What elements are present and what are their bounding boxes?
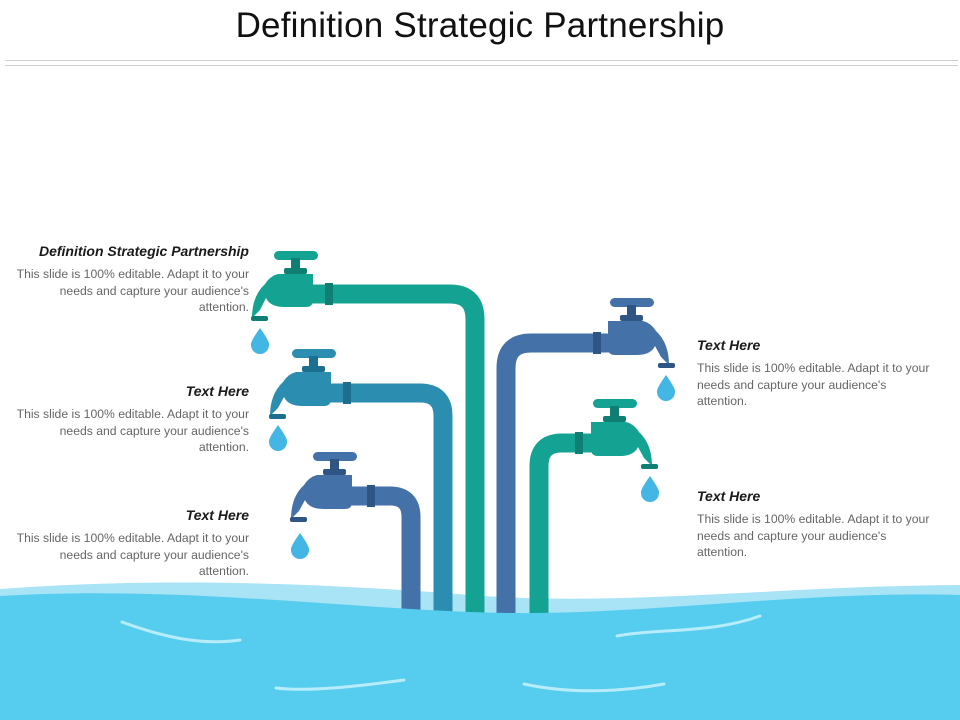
- item-1-heading: Definition Strategic Partnership: [38, 243, 249, 259]
- item-3: Text Here This slide is 100% editable. A…: [14, 507, 249, 580]
- slide-title: Definition Strategic Partnership: [235, 6, 725, 45]
- item-2-body: This slide is 100% editable. Adapt it to…: [16, 407, 249, 454]
- pipe-2: [320, 382, 453, 615]
- item-5-heading: Text Here: [697, 488, 761, 504]
- item-2-heading: Text Here: [185, 383, 249, 399]
- water-drop-4: [656, 375, 676, 401]
- title-divider-top: [5, 60, 958, 61]
- water-drop-5: [640, 476, 660, 502]
- item-5: Text Here This slide is 100% editable. A…: [697, 488, 932, 561]
- faucet-2: [269, 349, 336, 419]
- item-3-body: This slide is 100% editable. Adapt it to…: [16, 531, 249, 578]
- item-5-body: This slide is 100% editable. Adapt it to…: [697, 512, 930, 559]
- water-drop-3: [290, 533, 310, 559]
- wave-highlights: [120, 614, 762, 693]
- item-4-body: This slide is 100% editable. Adapt it to…: [697, 361, 930, 408]
- item-1: Definition Strategic Partnership This sl…: [14, 243, 249, 316]
- item-4: Text Here This slide is 100% editable. A…: [697, 337, 932, 410]
- faucet-4: [608, 298, 675, 368]
- water-drop-1: [250, 328, 270, 354]
- item-4-heading: Text Here: [697, 337, 761, 353]
- pipe-5: [529, 432, 610, 615]
- item-1-body: This slide is 100% editable. Adapt it to…: [16, 267, 249, 314]
- pipe-1: [300, 283, 485, 615]
- title-divider-bottom: [5, 65, 958, 66]
- item-3-heading: Text Here: [185, 507, 249, 523]
- faucet-5: [591, 399, 658, 469]
- item-2: Text Here This slide is 100% editable. A…: [14, 383, 249, 456]
- pipe-3: [345, 485, 421, 615]
- faucet-1: [251, 251, 318, 321]
- pipe-4: [496, 332, 630, 615]
- faucet-3: [290, 452, 357, 522]
- water-drop-2: [268, 425, 288, 451]
